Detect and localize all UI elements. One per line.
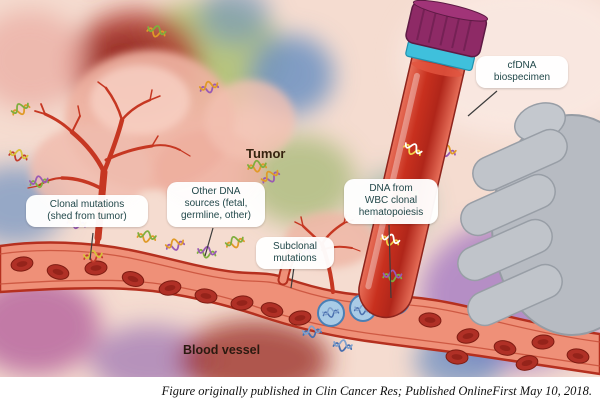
label-clonal-mutations: Clonal mutations (shed from tumor) xyxy=(26,195,148,228)
label-blood-vessel: Blood vessel xyxy=(183,343,261,357)
label-cfdna-biospecimen: cfDNA biospecimen xyxy=(476,56,568,89)
tumor-vasculature xyxy=(27,81,191,259)
label-tumor: Tumor xyxy=(246,146,286,161)
label-wbc-dna: DNA from WBC clonal hematopoiesis xyxy=(344,179,438,224)
figure-caption: Figure originally published in Clin Canc… xyxy=(0,377,600,405)
gloved-hand xyxy=(457,102,600,336)
illustration-stage: Clonal mutations (shed from tumor) Other… xyxy=(0,0,600,378)
label-subclonal-mutations: Subclonal mutations xyxy=(256,237,334,270)
label-other-dna-sources: Other DNA sources (fetal, germline, othe… xyxy=(167,182,265,227)
leader-lines xyxy=(89,90,498,299)
